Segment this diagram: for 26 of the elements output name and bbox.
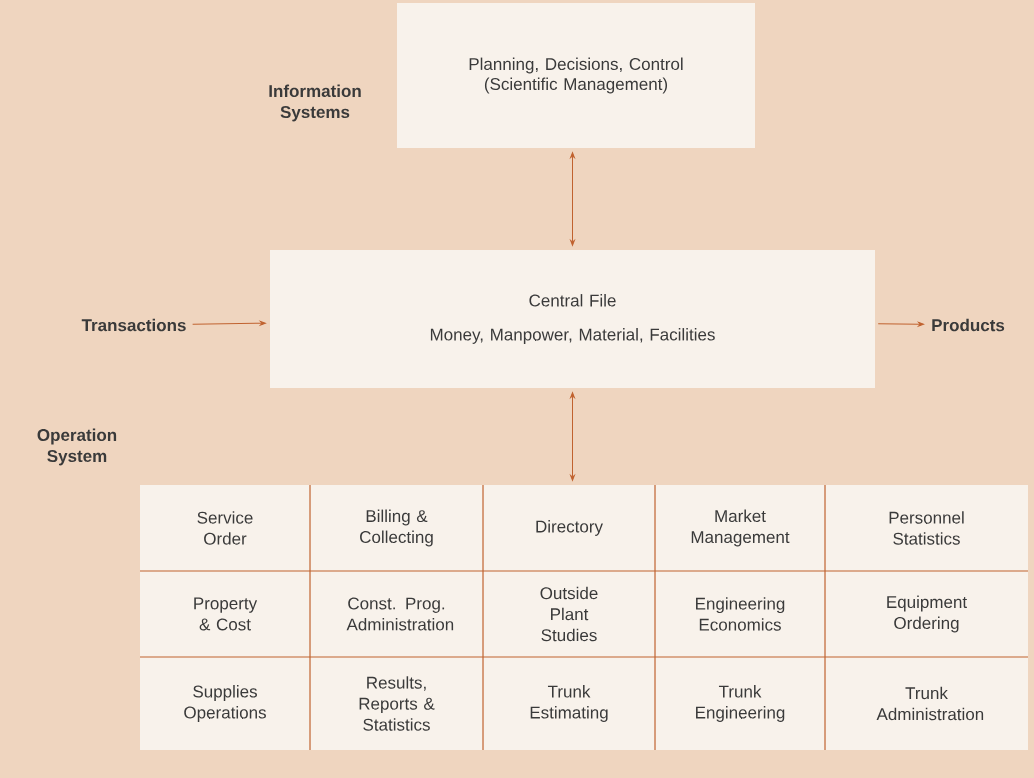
table-cell: Trunk Engineering [696,685,785,722]
arrow [570,392,575,481]
table-cell: Billing & Collecting [360,509,433,547]
table-cell: Market Management [691,509,790,547]
table-cell: Property & Cost [194,597,258,631]
table-cell: Trunk Estimating [530,685,608,722]
flow-label: Products [932,318,1005,332]
process-box: Planning, Decisions, Control (Scientific Management) [397,3,755,148]
table-cell: Engineering Economics [696,597,785,631]
table-cell: Trunk Administration [876,686,984,721]
process-box: Central File Money, Manpower, Material, Facilities [270,250,875,388]
table-cell: Results, Reports & Statistics [359,676,435,731]
table-cell: Equipment Ordering [887,595,967,633]
arrow [570,152,575,246]
flow-label: Transactions [81,318,186,332]
section-label: Information Systems [269,84,361,122]
section-label: Operation System [37,428,117,466]
table-cell: Supplies Operations [184,685,266,722]
table-cell: Const. Prog. Administration [346,597,454,631]
arrow [192,320,266,326]
table-cell: Outside Plant Studies [540,586,598,642]
table-cell: Personnel Statistics [889,511,964,545]
arrow [877,321,925,327]
table-grid [139,484,1029,751]
table-cell: Service Order [197,511,253,545]
table-cell: Directory [536,520,603,536]
